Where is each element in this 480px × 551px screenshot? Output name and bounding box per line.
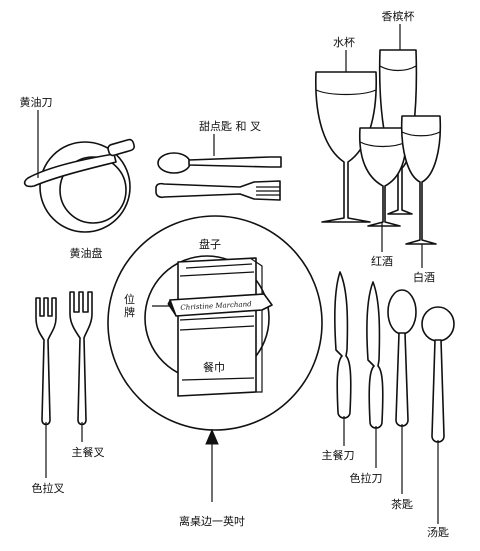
- dinner-knife: [334, 271, 352, 419]
- label-soup-spoon: 汤匙: [427, 525, 449, 539]
- table-edge-arrow: [205, 428, 219, 502]
- butter-plate: [39, 141, 131, 233]
- salad-knife: [366, 281, 384, 429]
- butter-knife: [23, 138, 136, 188]
- label-red-wine: 红酒: [371, 255, 393, 268]
- place-card-name: Christine Marchand: [180, 300, 252, 312]
- label-napkin: 餐巾: [203, 360, 225, 374]
- soup-spoon: [421, 306, 455, 443]
- dessert-fork: [155, 180, 281, 201]
- label-dinner-fork: 主餐叉: [72, 445, 105, 459]
- label-butter-knife: 黄油刀: [20, 95, 53, 109]
- label-plate: 盘子: [199, 237, 221, 251]
- napkin: [177, 257, 263, 397]
- label-table-edge: 离桌边一英吋: [179, 514, 245, 528]
- teaspoon: [387, 289, 417, 427]
- label-champagne-glass: 香槟杯: [382, 9, 415, 23]
- place-card: Christine Marchand: [167, 293, 273, 317]
- label-water-glass: 水杯: [333, 35, 355, 49]
- label-place-card: 位牌: [124, 292, 135, 319]
- label-butter-plate: 黄油盘: [70, 246, 103, 260]
- label-salad-knife: 色拉刀: [350, 471, 383, 485]
- leader-lines: [37, 24, 439, 524]
- label-dinner-knife: 主餐刀: [322, 448, 355, 462]
- label-dessert-spoon-fork: 甜点匙 和 叉: [199, 120, 261, 133]
- dessert-spoon: [157, 152, 282, 174]
- label-salad-fork: 色拉叉: [32, 481, 65, 495]
- water-glass: [314, 71, 378, 223]
- label-teaspoon: 茶匙: [391, 498, 413, 511]
- white-wine-glass: [400, 115, 442, 245]
- dinner-fork: [69, 291, 93, 426]
- label-white-wine: 白酒: [413, 270, 435, 284]
- salad-fork: [35, 297, 57, 426]
